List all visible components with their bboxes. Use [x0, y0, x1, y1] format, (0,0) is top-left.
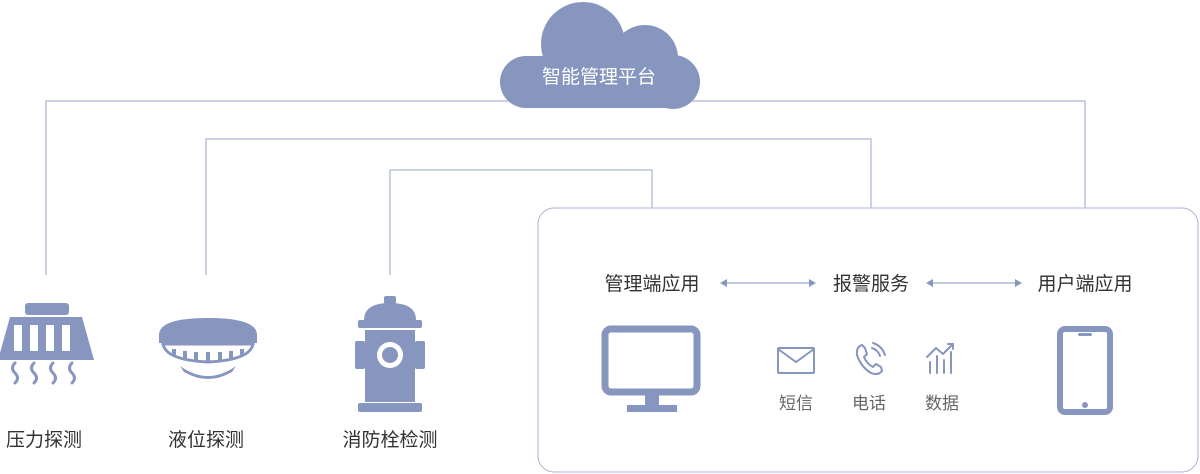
channel-call-label: 电话: [852, 394, 886, 414]
double-arrow-left: [720, 279, 816, 287]
user-app-label: 用户端应用: [1037, 273, 1132, 295]
link-liquid: [205, 138, 872, 275]
pressure-sensor-icon: [0, 303, 94, 385]
cloud-platform: 智能管理平台: [500, 2, 700, 109]
alarm-service-label: 报警服务: [833, 273, 909, 295]
system-box: [537, 207, 1199, 473]
data-chart-icon: [926, 343, 954, 374]
mobile-icon: [1057, 326, 1113, 415]
platform-label: 智能管理平台: [542, 66, 656, 88]
channel-data-label: 数据: [925, 394, 959, 414]
monitor-icon: [601, 325, 701, 412]
fire-hydrant-icon: [355, 296, 425, 412]
device-liquid-label: 液位探测: [168, 429, 244, 451]
link-hydrant: [389, 169, 653, 275]
admin-app-label: 管理端应用: [604, 273, 699, 295]
smoke-detector-icon: [159, 318, 257, 379]
device-hydrant-label: 消防栓检测: [342, 429, 437, 451]
device-pressure-label: 压力探测: [6, 429, 82, 451]
envelope-icon: [777, 347, 815, 374]
cloud-icon: [500, 2, 700, 109]
channel-sms-label: 短信: [779, 394, 813, 414]
phone-icon: [855, 342, 886, 376]
double-arrow-right: [926, 279, 1022, 287]
